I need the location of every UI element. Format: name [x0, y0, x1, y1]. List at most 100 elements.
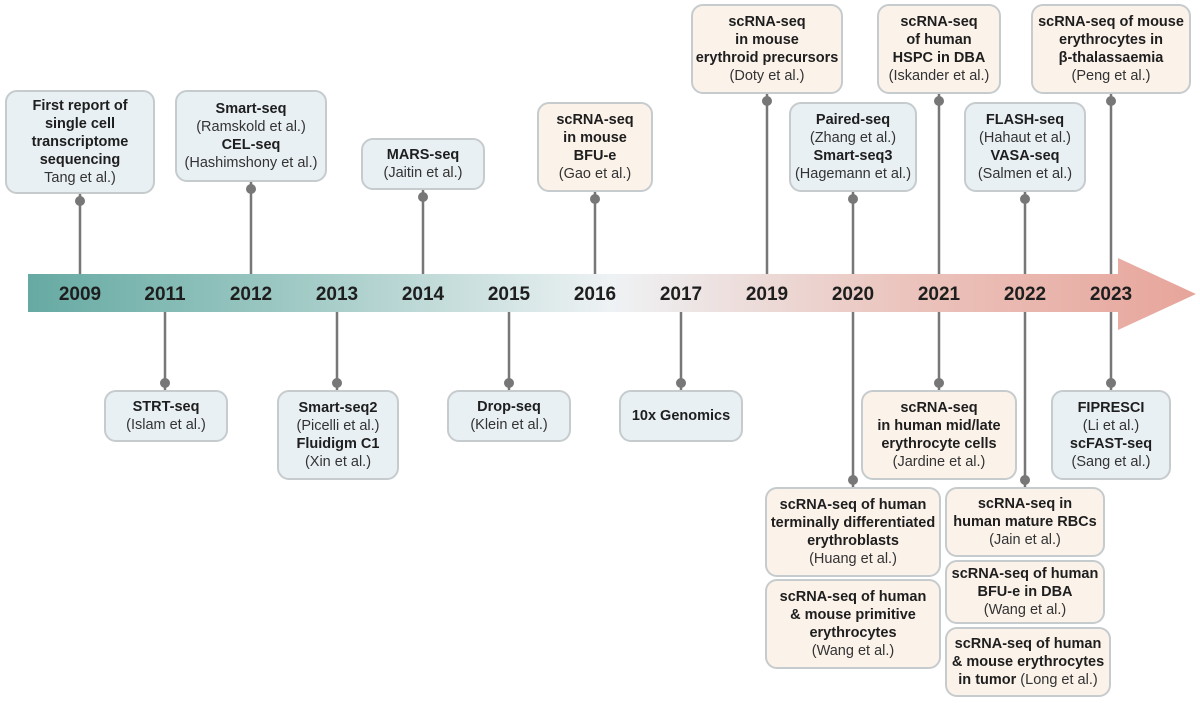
event-citation: (Sang et al.): [1072, 453, 1151, 471]
event-title-line: FIPRESCI: [1078, 399, 1145, 417]
line-text: BFU-e: [573, 148, 617, 164]
event-title-line: CEL-seq: [222, 136, 281, 154]
event-citation: (Li et al.): [1083, 417, 1139, 435]
event-citation: (Hagemann et al.): [795, 165, 911, 183]
event-title-line: scRNA-seq of human: [780, 496, 927, 514]
event-title-line: Smart-seq2: [299, 399, 378, 417]
line-text: Tang et al.): [44, 170, 116, 186]
line-text: BFU-e in DBA: [977, 584, 1073, 600]
line-text: (Jardine et al.): [892, 454, 986, 470]
line-text: (Hashimshony et al.): [184, 155, 318, 171]
event-title-line: scRNA-seq in: [978, 495, 1072, 513]
line-text: Fluidigm C1: [296, 436, 380, 452]
event-title-line: in mouse: [563, 129, 627, 147]
line-text: in human mid/late: [877, 418, 1001, 434]
year-label-2022: 2022: [1003, 284, 1047, 305]
timeline-arrow: [28, 258, 1196, 330]
event-title-line: in human mid/late: [877, 417, 1000, 435]
year-label-2009: 2009: [58, 284, 102, 305]
event-citation: (Jaitin et al.): [384, 164, 463, 182]
event-box-mars-seq: MARS-seq(Jaitin et al.): [361, 138, 485, 190]
line-text: erythroblasts: [807, 533, 899, 549]
line-text: VASA-seq: [990, 148, 1060, 164]
connector-dot-mouse-bfu-e: [590, 194, 600, 204]
event-citation: (Klein et al.): [470, 416, 547, 434]
line-text: (Salmen et al.): [977, 166, 1073, 182]
line-text: in mouse: [563, 130, 627, 146]
event-citation: (Long et al.): [1016, 672, 1098, 688]
line-text: FIPRESCI: [1077, 400, 1145, 416]
line-text: scRNA-seq: [728, 14, 806, 30]
year-label-2014: 2014: [401, 284, 445, 305]
event-title-line: β-thalassaemia: [1059, 49, 1164, 67]
line-text: (Ramskold et al.): [196, 119, 306, 135]
line-text: terminally differentiated: [770, 515, 936, 531]
event-title-line: scRNA-seq: [728, 13, 805, 31]
line-text: (Hahaut et al.): [979, 130, 1071, 146]
line-text: Paired-seq: [815, 112, 891, 128]
event-citation: (Xin et al.): [305, 453, 371, 471]
event-title-line: scRNA-seq: [900, 13, 977, 31]
event-title-line: Smart-seq: [216, 100, 287, 118]
year-label-2013: 2013: [315, 284, 359, 305]
line-text: erythrocytes in: [1059, 32, 1163, 48]
event-box-drop-seq: Drop-seq (Klein et al.): [447, 390, 571, 442]
connector-dot-paired-seq: [848, 194, 858, 204]
event-title-line: scFAST-seq: [1070, 435, 1152, 453]
year-label-2019: 2019: [745, 284, 789, 305]
event-title-line: BFU-e in DBA: [977, 583, 1072, 601]
line-text: (Sang et al.): [1071, 454, 1151, 470]
year-label-2017: 2017: [659, 284, 703, 305]
line-text: (Li et al.): [1082, 418, 1140, 434]
event-title-line: terminally differentiated: [771, 514, 935, 532]
event-title-line: erythrocytes in: [1059, 31, 1163, 49]
event-citation: (Iskander et al.): [889, 67, 990, 85]
event-box-paired-seq: Paired-seq(Zhang et al.)Smart-seq3(Hagem…: [789, 102, 917, 192]
connector-dot-fipresci: [1106, 378, 1116, 388]
event-citation: Tang et al.): [44, 169, 116, 187]
event-title-line: Fluidigm C1: [297, 435, 380, 453]
line-text: (Picelli et al.): [296, 418, 380, 434]
event-title-line: BFU-e: [574, 147, 617, 165]
line-text: & mouse primitive: [790, 607, 916, 623]
line-text: (Hagemann et al.): [794, 166, 912, 182]
event-box-smart-seq: Smart-seq(Ramskold et al.)CEL-seq(Hashim…: [175, 90, 327, 182]
line-text: erythrocyte cells: [881, 436, 997, 452]
event-citation: (Hashimshony et al.): [185, 154, 318, 172]
event-citation: (Jain et al.): [989, 531, 1061, 549]
line-text: 10x Genomics: [631, 408, 731, 424]
connectors: [75, 94, 1116, 487]
line-text: transcriptome: [31, 134, 129, 150]
line-text: Drop-seq: [477, 399, 541, 415]
line-text: (Jain et al.): [989, 532, 1061, 548]
connector-dot-smart-seq: [246, 184, 256, 194]
event-title-line: scRNA-seq of mouse: [1038, 13, 1184, 31]
event-title-line: & mouse erythrocytes: [952, 653, 1104, 671]
event-title-line: First report of: [32, 97, 127, 115]
event-citation: (Salmen et al.): [978, 165, 1072, 183]
line-text: (Klein et al.): [470, 417, 548, 433]
line-text: erythrocytes: [809, 625, 897, 641]
line-text: (Jaitin et al.): [383, 165, 463, 181]
connector-dot-mars-seq: [418, 192, 428, 202]
event-title-line: scRNA-seq of human: [952, 565, 1099, 583]
event-citation: (Wang et al.): [984, 601, 1066, 619]
line-text: β-thalassaemia: [1058, 50, 1164, 66]
event-box-fipresci: FIPRESCI (Li et al.)scFAST-seq(Sang et al…: [1051, 390, 1171, 480]
line-text: (Doty et al.): [729, 68, 805, 84]
line-text: scRNA-seq: [900, 14, 978, 30]
connector-dot-strt-seq: [160, 378, 170, 388]
event-citation: (Hahaut et al.): [979, 129, 1071, 147]
event-citation: (Doty et al.): [730, 67, 805, 85]
year-label-2023: 2023: [1089, 284, 1133, 305]
line-text: STRT-seq: [132, 399, 200, 415]
event-title-line: in tumor (Long et al.): [958, 671, 1097, 689]
